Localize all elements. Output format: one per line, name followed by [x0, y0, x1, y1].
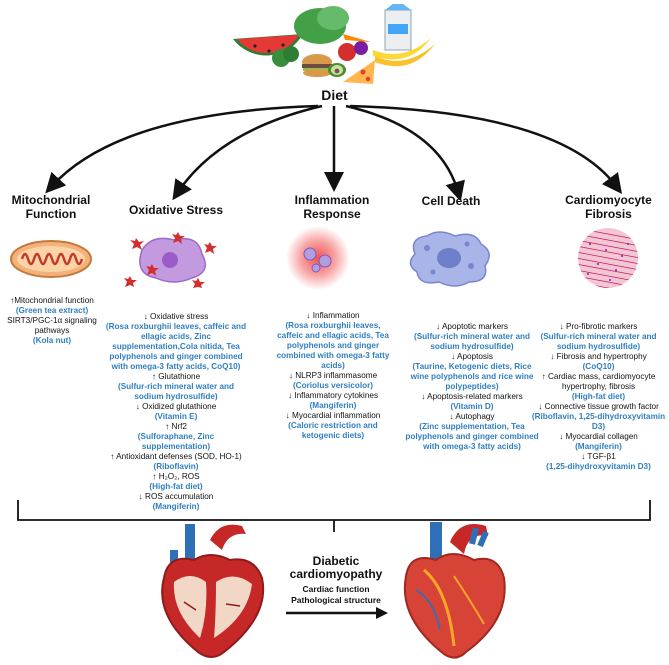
intervention-line: (Taurine, Ketogenic diets, Rice [412, 362, 532, 371]
intervention-line: ketogenic diets) [301, 431, 365, 440]
title-oxidative-stress: Oxidative Stress [128, 203, 224, 217]
intervention-line: (Caloric restriction and [288, 421, 378, 430]
intervention-line: (Sulfur-rich mineral water and [117, 382, 234, 391]
intervention-line: caffeic and ellagic acids, Tea [277, 331, 389, 340]
intervention-line: with omega-3 fatty acids) [423, 442, 521, 451]
text-line: ↓ Fibrosis and hypertrophy [550, 352, 647, 361]
intervention-line: wine polyphenols and rice wine [410, 372, 534, 381]
outcome-cardiac-function: Cardiac function [302, 584, 370, 594]
intervention-line: (Vitamin E) [154, 412, 198, 421]
arrow-to-mitochondrial [45, 104, 319, 194]
column-mitochondrial-function: ↑Mitochondrial function (Green tea extra… [0, 296, 104, 346]
intervention-line: (CoQ10) [582, 362, 615, 371]
text-line: ↓ TGF-β1 [581, 452, 616, 461]
text-line: ↓ Pro-fibrotic markers [559, 322, 638, 331]
text-line: ↓ Apoptosis-related markers [421, 392, 523, 401]
intervention-line: polyphenols and ginger [286, 341, 380, 350]
intervention-line: (Sulfur-rich mineral water and [413, 332, 530, 341]
text-line: ↓ Myocardial collagen [559, 432, 638, 441]
intervention-line: (Kola nut) [32, 336, 72, 345]
text-line: SIRT3/PGC-1α signaling [7, 316, 97, 325]
text-line: ↓ Myocardial inflammation [285, 411, 381, 420]
text-line: ↑ Antioxidant defenses (SOD, HO-1) [110, 452, 242, 461]
intervention-line: sodium hydrosulfide) [556, 342, 641, 351]
intervention-line: supplementation) [141, 442, 211, 451]
text-line: ↓ Connective tissue growth factor [538, 402, 659, 411]
text-line: ↓ Apoptotic markers [436, 322, 508, 331]
text-line: ↓ NLRP3 inflammasome [288, 371, 378, 380]
column-cardiomyocyte-fibrosis: ↓ Pro-fibrotic markers (Sulfur-rich mine… [528, 322, 669, 472]
diet-label: Diet [321, 87, 348, 103]
intervention-line: (Riboflavin, 1,25-dihydroxyvitamin [531, 412, 666, 421]
arrow-to-fibrosis [349, 104, 623, 194]
intervention-line: polypeptides) [445, 382, 499, 391]
text-line: pathways [34, 326, 70, 335]
intervention-line: polyphenols and ginger combined [109, 352, 243, 361]
diet-arrows [45, 104, 623, 200]
intervention-line: sodium hydrosulfide) [134, 392, 218, 401]
intervention-line: (1,25-dihydroxyvitamin D3) [546, 462, 651, 471]
text-line: ↓ Oxidative stress [143, 312, 209, 321]
cross-section-heart-illustration [161, 524, 265, 658]
intervention-line: (Zinc supplementation, Tea [419, 422, 525, 431]
text-line: ↓ Oxidized glutathione [135, 402, 217, 411]
intervention-line: (Mangiferin) [309, 401, 357, 410]
intervention-line: polyphenols and ginger combined [405, 432, 539, 441]
intervention-line: (Mangiferin) [575, 442, 622, 451]
intervention-line: D3) [591, 422, 606, 431]
text-line: ↓ Inflammation [306, 311, 360, 320]
column-cell-death: ↓ Apoptotic markers (Sulfur-rich mineral… [398, 322, 546, 452]
title-cell-death: Cell Death [421, 194, 481, 208]
text-line: ↓ Autophagy [449, 412, 495, 421]
intervention-line: sodium hydrosulfide) [430, 342, 514, 351]
text-line: ↑ Glutathione [151, 372, 201, 381]
text-line: ↑ Cardiac mass, cardiomyocyte [541, 372, 656, 381]
intervention-line: (Green tea extract) [15, 306, 89, 315]
intervention-line: combined with omega-3 fatty [276, 351, 390, 360]
outcome-title: Diabetic cardiomyopathy [289, 554, 383, 581]
outcome-pathological-structure: Pathological structure [291, 595, 381, 605]
text-line: ↑ H₂O₂, ROS [152, 472, 200, 481]
convergence-brace [17, 500, 651, 532]
intervention-line: with omega-3 fatty acids, CoQ10) [111, 362, 241, 371]
fibrosis-tissue-illustration [578, 228, 638, 288]
food-illustration [233, 4, 435, 84]
intervention-line: acids) [321, 361, 345, 370]
intervention-line: (Coriolus versicolor) [292, 381, 374, 390]
mitochondrion-illustration [10, 240, 92, 278]
intervention-line: (Riboflavin) [153, 462, 199, 471]
intervention-line: (Vitamin D) [450, 402, 494, 411]
intervention-line: ellagic acids, Zinc [140, 332, 212, 341]
text-line: ↓ ROS accumulation [138, 492, 214, 501]
healthy-heart-illustration [403, 522, 506, 659]
intervention-line: (Mangiferin) [152, 502, 200, 511]
intervention-line: (Rosa roxburghii leaves, caffeic and [105, 322, 247, 331]
arrow-to-cell-death [345, 104, 465, 200]
column-inflammation-response: ↓ Inflammation (Rosa roxburghii leaves, … [262, 311, 404, 441]
outcome-arrow [286, 607, 388, 619]
arrow-to-oxidative [172, 104, 323, 200]
cell-death-illustration [409, 231, 490, 287]
column-oxidative-stress: ↓ Oxidative stress (Rosa roxburghii leav… [100, 312, 252, 512]
inflammation-illustration [286, 226, 350, 290]
oxidative-stress-illustration [124, 232, 217, 288]
intervention-line: (Sulforaphane, Zinc [137, 432, 215, 441]
text-line: ↑Mitochondrial function [10, 296, 94, 305]
intervention-line: (Rosa roxburghii leaves, [285, 321, 381, 330]
intervention-line: supplementation,Cola nitida, Tea [112, 342, 240, 351]
intervention-line: (High-fat diet) [571, 392, 626, 401]
text-line: ↓ Apoptosis [451, 352, 493, 361]
text-line: hypertrophy, fibrosis [561, 382, 636, 391]
text-line: ↑ Nrf2 [165, 422, 187, 431]
intervention-line: (Sulfur-rich mineral water and [540, 332, 657, 341]
text-line: ↓ Inflammatory cytokines [287, 391, 379, 400]
intervention-line: (High-fat diet) [149, 482, 203, 491]
